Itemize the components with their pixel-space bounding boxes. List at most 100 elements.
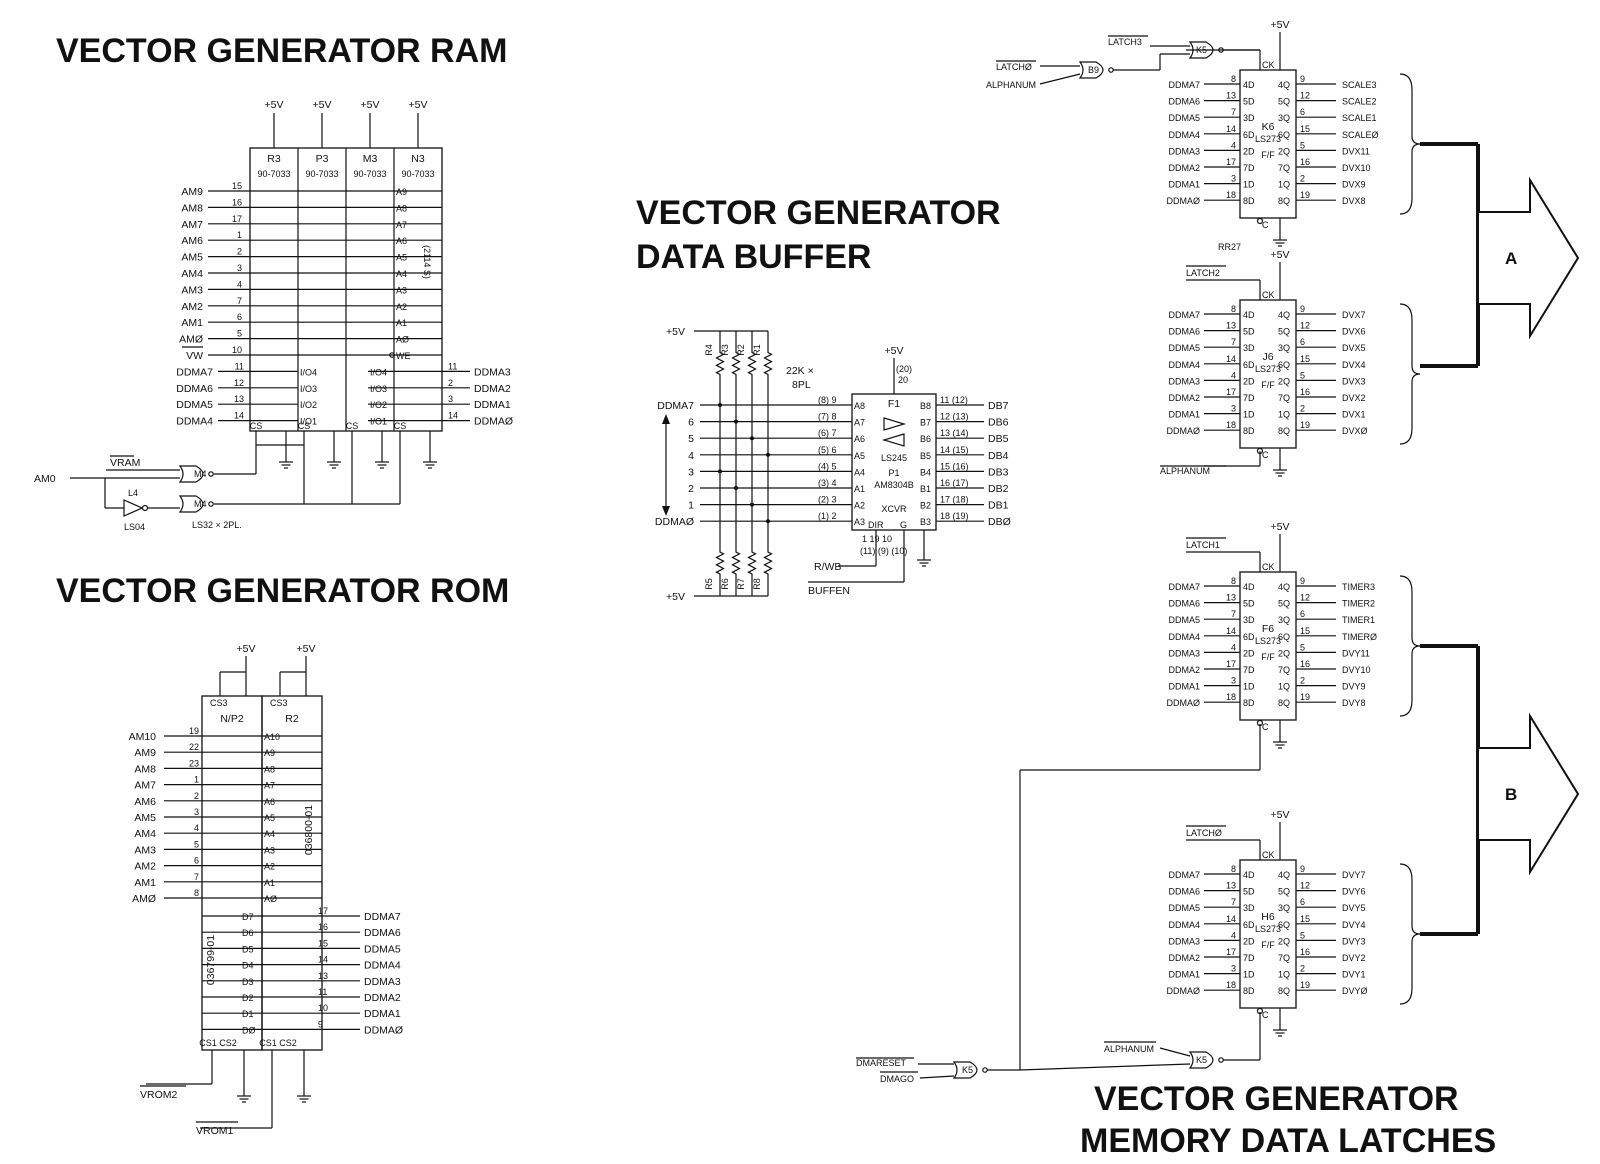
ram-pin-number: 3 (237, 263, 242, 273)
latch-pin-number: 4 (1231, 642, 1236, 652)
ram-pin-number: 10 (232, 345, 242, 355)
ram-supply-label: +5V (313, 99, 332, 111)
latch-out-port: 4Q (1278, 80, 1290, 90)
buffer-a-port: A8 (854, 401, 865, 411)
latch-input-label: DDMA5 (1168, 615, 1200, 625)
ram-title: VECTOR GENERATOR RAM (56, 32, 507, 70)
latch-chip-ff: F/F (1261, 940, 1275, 950)
ram-port-label: A1 (396, 318, 407, 328)
inverter-ref: L4 (128, 488, 138, 498)
gate-ref: K5 (1196, 1055, 1207, 1065)
ram-chip-type: (2114 S) (422, 245, 432, 279)
latch-output-label: DVYØ (1342, 986, 1368, 996)
rom-address-label: AMØ (132, 893, 156, 905)
latch-output-label: TIMER2 (1342, 599, 1375, 609)
rom-cs-pin: CS1 (259, 1038, 277, 1048)
latch-in-port: 3D (1243, 113, 1255, 123)
buffer-a-port: A2 (854, 501, 865, 511)
latch-chip-ref: F6 (1262, 623, 1274, 635)
rom-pin-number: 1 (194, 775, 199, 785)
ram-address-label: AM7 (181, 219, 203, 231)
ram-port-label: A9 (396, 187, 407, 197)
latch-pin-number: 2 (1300, 676, 1305, 686)
ram-data-label: DDMA4 (176, 416, 213, 428)
latch-out-port: 7Q (1278, 953, 1290, 963)
buffer-bottom-pins: (11) (9) (10) (860, 546, 907, 556)
latch-pin-number: 8 (1231, 576, 1236, 586)
latch-ck-label: CK (1262, 850, 1275, 860)
rom-address-label: AM10 (129, 731, 157, 743)
latch-in-port: 2D (1243, 936, 1255, 946)
rom-pin-number: 2 (194, 791, 199, 801)
gate-ref: M4 (194, 499, 207, 509)
latch-in-port: 3D (1243, 903, 1255, 913)
rom-port-label: A9 (264, 748, 275, 758)
latch-pin-number: 13 (1226, 91, 1236, 101)
rom-address-label: AM9 (134, 747, 156, 759)
latch-c-label: C (1262, 450, 1269, 460)
buffer-vcc-pin: 20 (898, 375, 908, 385)
latch-input-label: DDMA5 (1168, 903, 1200, 913)
latch-output-label: DVY3 (1342, 936, 1366, 946)
latch-pin-number: 4 (1231, 140, 1236, 150)
gate-m4-b (178, 495, 204, 513)
latch-pin-number: 17 (1226, 387, 1236, 397)
resistor-ref: R4 (704, 344, 714, 356)
dmago-label: DMAGO (880, 1074, 914, 1084)
latch-in-port: 2D (1243, 648, 1255, 658)
buffer-chip-ref2: P1 (888, 468, 899, 478)
latch-pin-number: 14 (1226, 626, 1236, 636)
gate-m4-b-bubble (208, 501, 214, 507)
buffer-chip-part2: AM8304B (874, 480, 914, 490)
latch-in-port: 5D (1243, 327, 1255, 337)
latch-pin-number: 5 (1300, 140, 1305, 150)
latch-pin-number: 19 (1300, 190, 1310, 200)
latch-in-port: 2D (1243, 376, 1255, 386)
clr-label: ALPHANUM (1160, 466, 1210, 476)
resistor-ref: R3 (720, 344, 730, 356)
vrom2-label: VROM2 (140, 1089, 178, 1101)
latch-in-port: 1D (1243, 180, 1255, 190)
latch-in-port: 4D (1243, 870, 1255, 880)
latch-output-label: DVY11 (1342, 648, 1370, 658)
ram-pin-number: 5 (237, 329, 242, 339)
bus-b-label: B (1505, 785, 1517, 804)
ram-port-label: WE (396, 351, 411, 361)
latch-input-label: DDMA3 (1168, 648, 1200, 658)
rom-data-label: DDMA2 (364, 992, 401, 1004)
output-bracket (1399, 73, 1421, 215)
rom-pin-number: 4 (194, 823, 199, 833)
latch-pin-number: 9 (1300, 576, 1305, 586)
latch-pin-number: 18 (1226, 190, 1236, 200)
ram-pin-number: 2 (448, 378, 453, 388)
latch-input-label: DDMAØ (1167, 986, 1201, 996)
rom-pin-number: 15 (318, 938, 328, 948)
ram-port-label: A8 (396, 203, 407, 213)
latch-pin-number: 7 (1231, 337, 1236, 347)
latch-input-label: DDMA5 (1168, 343, 1200, 353)
rom-pin-number: 10 (318, 1003, 328, 1013)
latch-out-port: 2Q (1278, 936, 1290, 946)
latch-ck-label: CK (1262, 60, 1275, 70)
buffer-input-label: DDMA7 (657, 400, 694, 412)
driver-icon (883, 417, 907, 431)
latch-in-port: 7D (1243, 393, 1255, 403)
latch0-label: LATCHØ (996, 62, 1032, 72)
latch-c-label: C (1262, 1010, 1269, 1020)
ram-cs-label: CS (394, 421, 407, 431)
buffer-a-pins: (4) 5 (818, 461, 837, 471)
latch-out-port: 5Q (1278, 327, 1290, 337)
rom-port-label: D3 (242, 977, 254, 987)
buffer-b-pins: 18 (19) (940, 511, 969, 521)
latch-pin-number: 17 (1226, 659, 1236, 669)
vram-label: VRAM (110, 457, 140, 469)
latch-in-port: 6D (1243, 130, 1255, 140)
latch-input-label: DDMAØ (1167, 196, 1201, 206)
resistor-ref: R1 (752, 344, 762, 356)
resistor-ref: R5 (704, 578, 714, 590)
ram-address-label: AM4 (181, 268, 203, 280)
buffer-a-pins: (7) 8 (818, 412, 837, 422)
rom-chip-part: 036799-01 (205, 935, 217, 985)
ram-port-label: I/O3 (370, 384, 387, 394)
